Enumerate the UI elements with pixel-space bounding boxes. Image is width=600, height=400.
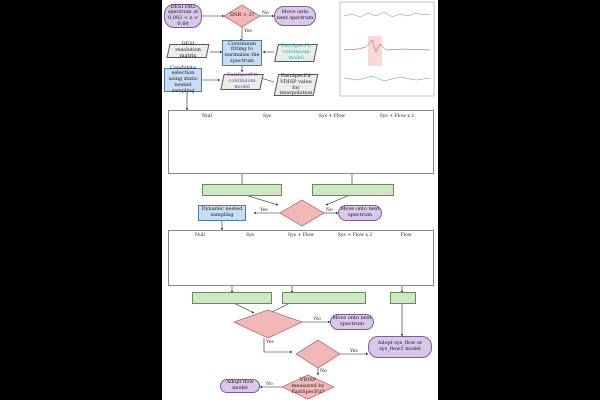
skip-node-2: Move onto next spectrum — [338, 205, 382, 221]
panel-2-title-sysflow: Sys + Flow — [287, 233, 315, 238]
vdisp-input: FastSpecFit VDISP value for interpolatio… — [273, 72, 319, 96]
spectrum-plot — [339, 1, 435, 97]
dynamic-sampling-node: Dynamic nested sampling — [198, 205, 246, 221]
edge-label-yes-3: Yes — [266, 340, 274, 345]
panel-2-title-flow: Flow — [400, 233, 412, 238]
continuum-fit-node: Continuum fitting to normalise the spect… — [222, 40, 262, 66]
edge-label-no-5: No — [266, 382, 273, 387]
lnz-baseline-box-1 — [202, 184, 282, 196]
panel-1-title-sys: Sys — [262, 114, 272, 119]
candidate-selection-node: Candidate selection using static nested … — [164, 64, 202, 94]
vdisp-test: VDISP measured by FastSpecFit? — [288, 377, 328, 395]
resolution-input: DESI resolution matrix — [166, 41, 210, 59]
edge-label-no-1: No — [262, 11, 269, 16]
decision-diamonds — [223, 4, 341, 400]
skip-node-3: Move onto next spectrum — [330, 314, 374, 330]
vdisp-input-text: FastSpecFit VDISP value for interpolatio… — [279, 72, 313, 96]
candidate-selection-text: Candidate selection using static nested … — [168, 64, 198, 94]
lnz-flow-box — [390, 292, 416, 304]
adopt-flow-text: Adopt flow model — [226, 379, 254, 391]
lnz-sysflow-box-1 — [312, 184, 394, 196]
edge-label-yes-4: Yes — [350, 349, 358, 354]
edge-label-no-4: No — [320, 369, 327, 374]
lnz-sysflow-box-2 — [282, 292, 366, 304]
diamond-3 — [295, 339, 341, 369]
diamond-vdisp — [281, 374, 335, 400]
edge-label-no-3: No — [314, 317, 321, 322]
panel-1-title-sysflow2: Sys + Flow x 2 — [379, 114, 415, 119]
panel-2-title-sys: Sys — [245, 233, 255, 238]
panel-2-title-sysflow2: Sys + Flow x 2 — [337, 233, 373, 238]
start-node: DESI DR2 spectrum at 0.002 < z < 0.60 — [164, 4, 202, 28]
panel-row-1 — [168, 110, 434, 174]
skip-node-1: Move onto next spectrum — [274, 6, 316, 26]
diamond-1 — [279, 199, 325, 227]
adopt-sysflow-text: Adopt sys_flow or sys_flow2 model — [377, 340, 423, 352]
edge-label-no-2: No — [326, 208, 333, 213]
panel-1-title-null: Null — [202, 114, 212, 119]
adopt-sysflow-node: Adopt sys_flow or sys_flow2 model — [368, 336, 432, 358]
fsf-continuum-text: FastSpecFit continuum model — [226, 72, 258, 90]
snr-text: SNR > 3? — [229, 12, 255, 19]
flowchart-page: DESI DR2 spectrum at 0.002 < z < 0.60 SN… — [162, 0, 438, 400]
start-text: DESI DR2 spectrum at 0.002 < z < 0.60 — [167, 3, 199, 27]
snr-test: SNR > 3? — [228, 11, 256, 21]
panel-1-title-sysflow: Sys + Flow — [318, 114, 346, 119]
continuum-fit-text: Continuum fitting to normalise the spect… — [224, 40, 260, 64]
panel-2-title-null: Null — [195, 233, 205, 238]
fsf-continuum-input: FastSpecFit continuum model — [220, 72, 264, 90]
edge-label-yes-2: Yes — [260, 208, 268, 213]
adopt-flow-node: Adopt flow model — [220, 379, 260, 393]
skip-2-text: Move onto next spectrum — [340, 206, 380, 218]
edge-label-yes-1: Yes — [244, 29, 252, 34]
resolution-text: DESI resolution matrix — [175, 41, 201, 59]
diamond-snr — [223, 4, 261, 28]
panel-row-2 — [168, 230, 434, 286]
vdisp-test-text: VDISP measured by FastSpecFit? — [291, 377, 325, 395]
fsf-continuum-model-input: FastSpecFit continuum model — [274, 43, 318, 62]
lnz-baseline-box-2 — [192, 292, 272, 304]
skip-1-text: Move onto next spectrum — [276, 9, 314, 21]
fsf-continuum-model-text: FastSpecFit continuum model — [280, 43, 312, 61]
skip-3-text: Move onto next spectrum — [332, 315, 372, 327]
diamond-2 — [233, 309, 303, 339]
dynamic-text: Dynamic nested sampling — [201, 206, 243, 218]
